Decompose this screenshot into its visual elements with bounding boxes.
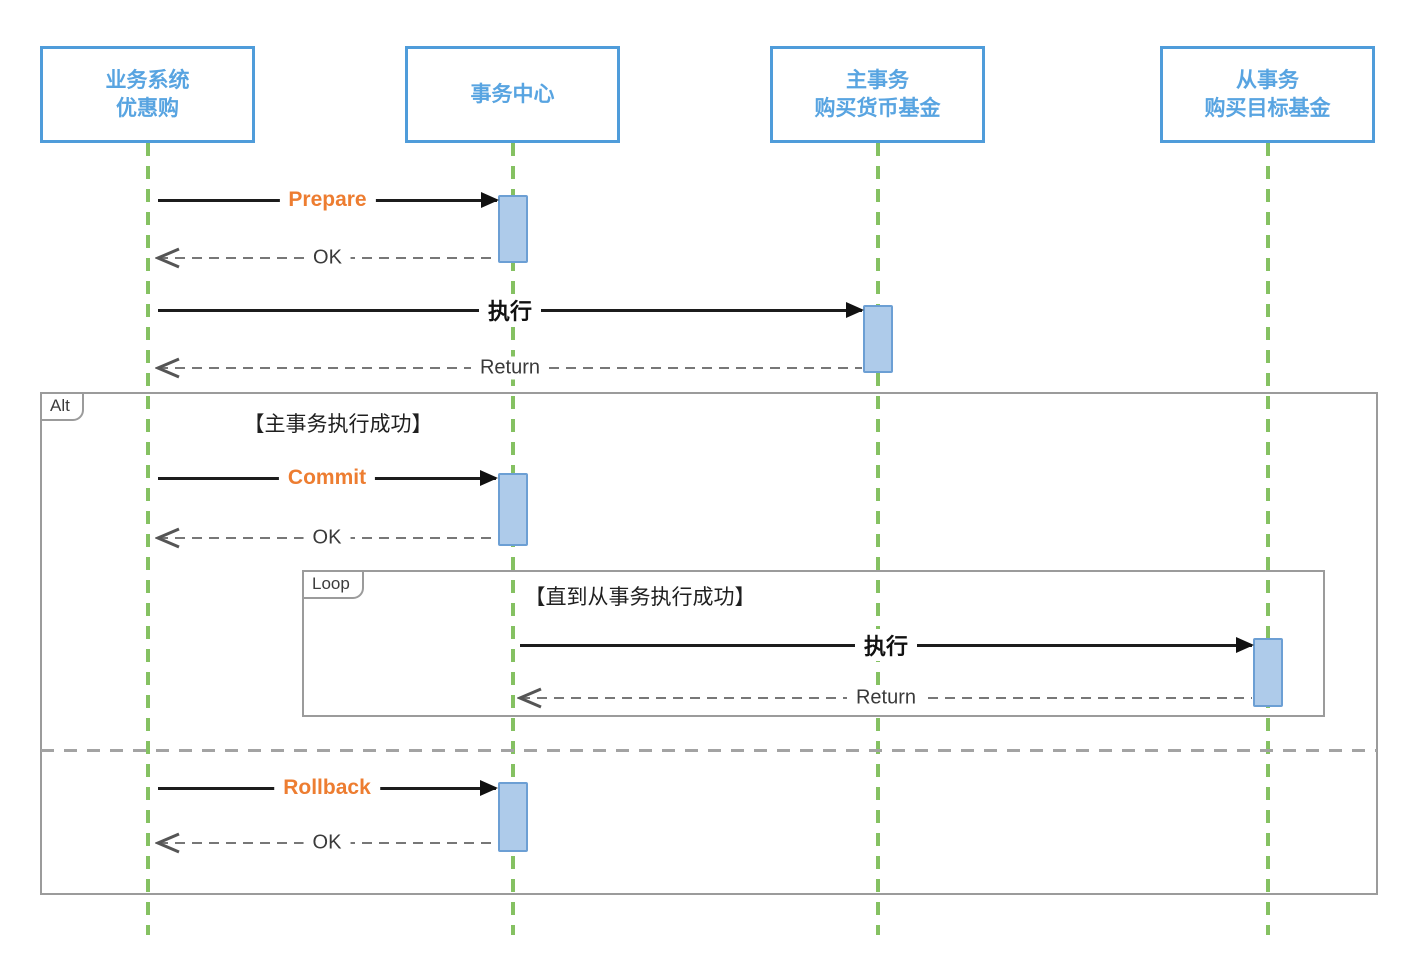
alt-guard-condition: 【主事务执行成功】 [243,413,433,436]
actor-sub-transaction: 从事务 购买目标基金 [1160,46,1375,143]
message-label: Return [470,356,550,380]
activation-bar-execute-sub [1253,638,1283,707]
arrowhead-filled-right-icon [846,301,864,318]
message-label: OK [303,831,351,855]
actor-name-line: 从事务 [1236,68,1299,92]
arrowhead-open-left-icon [155,527,180,549]
message-label: Commit [278,466,376,490]
activation-bar-prepare [498,195,528,263]
alt-divider-line [41,749,1377,752]
loop-fragment: Loop [302,570,1325,717]
actor-name-line: 购买货币基金 [814,96,941,120]
arrowhead-open-left-icon [155,247,180,269]
arrowhead-open-left-icon [155,832,180,854]
activation-bar-execute-main [863,305,893,373]
arrowhead-open-left-icon [517,687,542,709]
message-label: 执行 [478,294,542,326]
arrowhead-filled-right-icon [480,779,498,796]
message-label: Return [846,686,926,710]
message-label: Rollback [274,776,380,800]
alt-fragment: Alt [40,392,1378,895]
alt-fragment-operator-label: Alt [40,392,84,421]
actor-name-line: 事务中心 [470,82,555,106]
message-label: 执行 [854,629,918,661]
message-label: Prepare [279,188,376,212]
actor-main-transaction: 主事务 购买货币基金 [770,46,985,143]
actor-name-line: 优惠购 [116,96,179,120]
actor-name-line: 购买目标基金 [1204,96,1331,120]
arrowhead-filled-right-icon [480,469,498,486]
arrowhead-filled-right-icon [1236,636,1254,653]
actor-transaction-center: 事务中心 [405,46,620,143]
message-label: OK [304,246,351,270]
message-label: OK [303,526,351,550]
activation-bar-commit [498,473,528,546]
actor-business-system: 业务系统 优惠购 [40,46,255,143]
lifeline-business-system [146,143,150,935]
lifeline-sub-transaction [1266,143,1270,935]
actor-name-line: 主事务 [846,68,909,92]
arrowhead-filled-right-icon [481,191,499,208]
loop-guard-condition: 【直到从事务执行成功】 [524,586,756,609]
activation-bar-rollback [498,782,528,852]
actor-name-line: 业务系统 [105,68,190,92]
loop-fragment-operator-label: Loop [302,570,364,599]
arrowhead-open-left-icon [155,357,180,379]
lifeline-main-transaction [876,143,880,935]
